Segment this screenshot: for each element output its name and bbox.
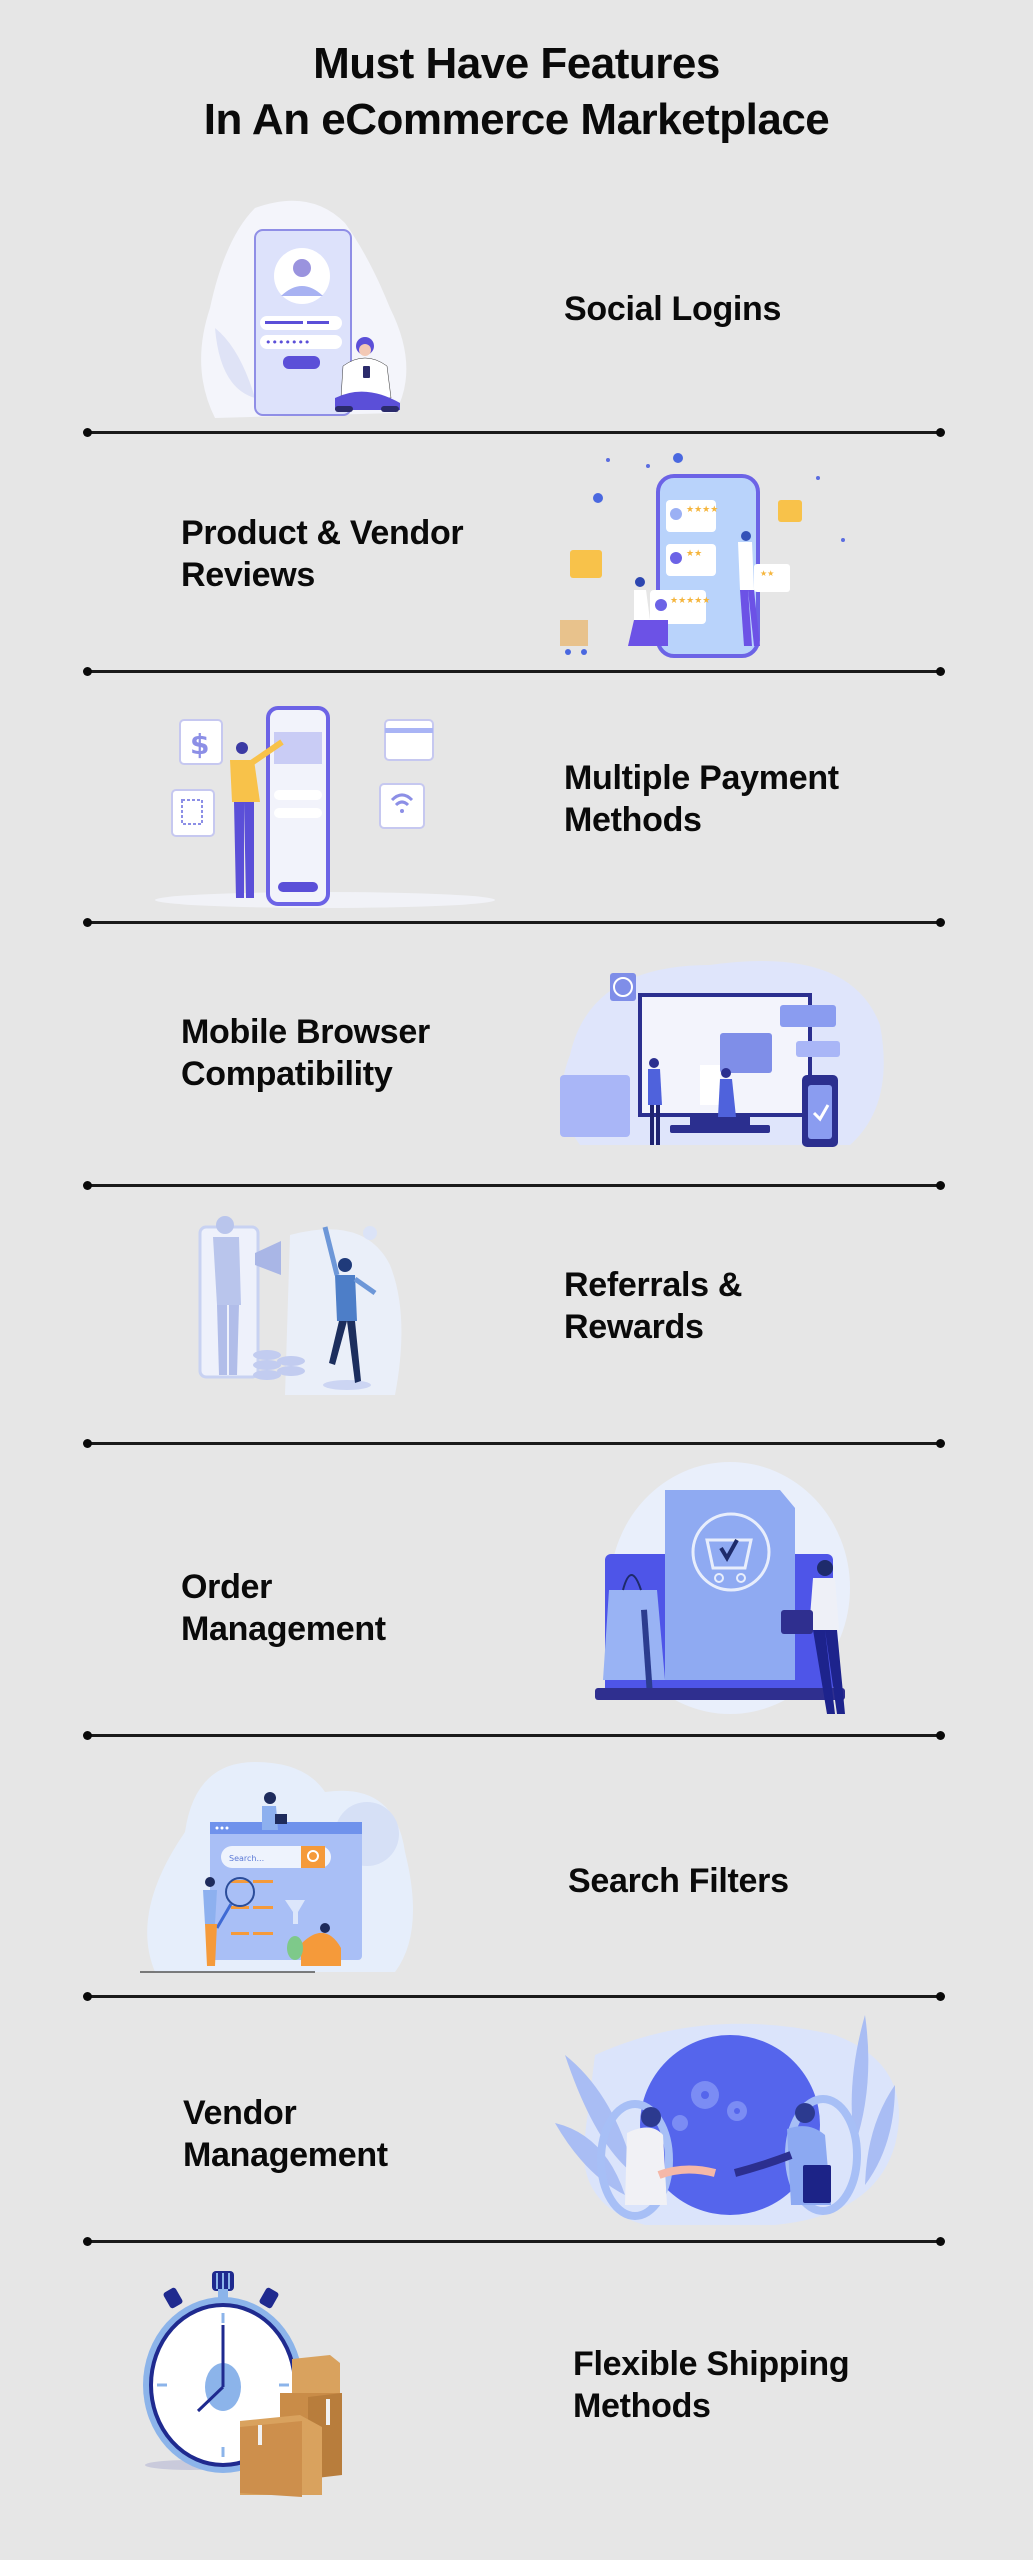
search-browser-illustration: Search...	[135, 1752, 447, 1978]
stopwatch-boxes-illustration	[130, 2265, 430, 2500]
svg-text:★★: ★★	[686, 548, 702, 558]
feature-label-social-logins: Social Logins	[564, 290, 782, 328]
section-divider	[83, 1181, 945, 1190]
svg-text:★★: ★★	[760, 569, 774, 578]
feature-label-vendor-management: Vendor Management	[183, 2094, 388, 2174]
phone-payment-illustration: $	[150, 690, 500, 910]
feature-label-product-vendor-reviews: Product & Vendor Reviews	[181, 514, 464, 594]
feature-label-search-filters: Search Filters	[568, 1862, 789, 1900]
svg-text:★★★★: ★★★★	[686, 504, 718, 514]
feature-label-mobile-browser-compatibility: Mobile Browser Compatibility	[181, 1013, 430, 1093]
section-divider	[83, 1992, 945, 2001]
section-divider	[83, 2237, 945, 2246]
section-divider	[83, 918, 945, 927]
section-divider	[83, 1731, 945, 1740]
feature-label-order-management: Order Management	[181, 1568, 386, 1648]
phone-login-illustration: •••••••	[195, 198, 425, 423]
feature-label-multiple-payment-methods: Multiple Payment Methods	[564, 759, 839, 839]
feature-label-referrals-rewards: Referrals & Rewards	[564, 1266, 743, 1346]
page-title-line-2: In An eCommerce Marketplace	[203, 95, 830, 144]
feature-label-flexible-shipping-methods: Flexible Shipping Methods	[573, 2345, 850, 2425]
section-divider	[83, 1439, 945, 1448]
password-dots: •••••••	[265, 336, 310, 349]
cart-checkout-illustration	[595, 1460, 865, 1720]
section-divider	[83, 428, 945, 437]
section-divider	[83, 667, 945, 676]
dollar-sign: $	[190, 728, 209, 761]
megaphone-referral-illustration	[195, 1205, 460, 1405]
svg-text:★★★★★: ★★★★★	[670, 595, 710, 605]
page-title: Must Have Features In An eCommerce Marke…	[0, 36, 1033, 148]
phone-reviews-illustration: ★★★★ ★★ ★★★★★ ★★	[548, 440, 888, 660]
page-title-line-1: Must Have Features	[313, 39, 720, 88]
multi-device-illustration	[550, 945, 895, 1160]
search-placeholder: Search...	[229, 1854, 264, 1863]
globe-handshake-illustration	[555, 2005, 917, 2235]
